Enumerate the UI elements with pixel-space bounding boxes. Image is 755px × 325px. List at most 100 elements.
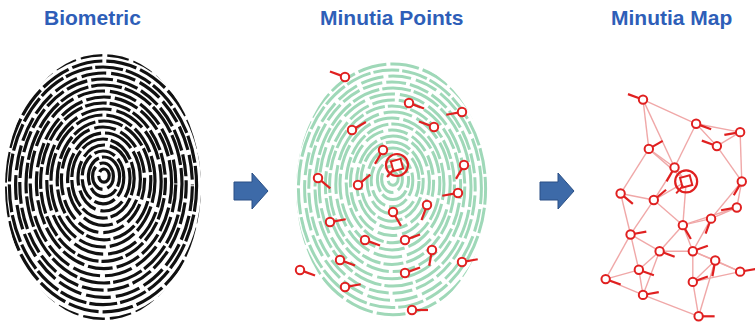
minutia-tail — [409, 235, 420, 239]
ridge — [350, 130, 433, 236]
ridge — [367, 148, 419, 214]
map-link — [693, 282, 699, 316]
ridge — [47, 109, 161, 254]
ridge — [41, 103, 166, 261]
minutia-tail — [446, 113, 458, 115]
minutia-point — [348, 126, 356, 134]
minutia-tail — [647, 292, 659, 294]
minutia-tail — [442, 194, 454, 196]
minutia-tail — [700, 125, 711, 129]
minutia-tail — [663, 253, 674, 257]
ridge — [263, 28, 523, 325]
ridge — [267, 34, 517, 325]
ridge — [30, 91, 176, 276]
minutia-tail — [355, 122, 365, 128]
minutia-tail — [422, 209, 426, 220]
minutia-tail — [466, 259, 478, 261]
minutia-point — [389, 208, 397, 216]
minutia-point — [689, 247, 697, 255]
minutia-point — [635, 266, 643, 274]
ridge — [330, 106, 455, 264]
ridge — [309, 82, 475, 293]
minutia-tail — [734, 185, 740, 195]
minutia-point — [460, 161, 468, 169]
ridge — [0, 25, 234, 325]
map-link — [649, 149, 686, 182]
flow-arrow — [234, 173, 268, 209]
map-link — [660, 225, 683, 251]
ridge — [20, 79, 186, 290]
minutia-point — [736, 128, 744, 136]
minutia-tail — [712, 264, 714, 276]
minutia-tail — [724, 133, 736, 135]
minutia-point — [458, 258, 466, 266]
minutia-point — [713, 142, 721, 150]
minutia-tail — [643, 271, 654, 275]
ridge — [298, 70, 485, 308]
core-point — [386, 154, 408, 176]
ridge — [61, 127, 144, 233]
flow-arrow — [540, 173, 574, 209]
ridge — [246, 10, 537, 325]
minutia-point — [650, 196, 658, 204]
map-link — [711, 181, 742, 218]
core-point — [675, 170, 697, 192]
ridge — [57, 121, 151, 240]
minutia-point — [408, 306, 416, 314]
map-link — [643, 100, 696, 124]
minutia-tail — [416, 309, 428, 311]
map-link — [606, 234, 631, 279]
map-link — [606, 279, 643, 295]
fingerprint — [0, 1, 255, 325]
minutia-tail — [702, 141, 713, 145]
ridge — [5, 61, 203, 312]
panel-title: Biometric — [44, 6, 141, 30]
minutia-tail — [334, 219, 346, 221]
ridge — [294, 64, 492, 315]
ridge — [371, 154, 413, 207]
ridge — [340, 118, 444, 250]
minutia-tail — [634, 232, 646, 234]
map-link — [740, 132, 742, 181]
ridge — [78, 145, 130, 211]
minutia-tail — [609, 280, 620, 284]
minutia-tail — [375, 153, 381, 163]
ridge — [0, 7, 249, 325]
minutia-tail — [344, 261, 355, 265]
ridge — [99, 169, 109, 182]
minutia-tail — [667, 171, 673, 181]
panel-title: Minutia Map — [611, 6, 732, 30]
ridge — [82, 151, 124, 204]
map-link — [654, 168, 675, 201]
ridge — [253, 16, 534, 325]
minutia-point — [428, 246, 436, 254]
minutia-point — [341, 73, 349, 81]
minutia-point — [336, 256, 344, 264]
minutia-tail — [628, 94, 639, 98]
minutia-tail — [419, 122, 430, 126]
minutia-points — [296, 72, 478, 315]
map-link — [693, 272, 740, 282]
minutia-tail — [697, 276, 708, 280]
minutia-point — [401, 269, 409, 277]
minutia-point — [711, 256, 719, 264]
minutia-point — [423, 201, 431, 209]
minutia-point — [326, 218, 334, 226]
minutia-map-lines — [606, 100, 742, 317]
minutia-point — [405, 99, 413, 107]
minutia-point — [430, 123, 438, 131]
ridge — [325, 100, 460, 272]
ridge — [36, 97, 171, 269]
ridge — [357, 136, 430, 228]
minutia-point — [354, 181, 362, 189]
minutia-tail — [652, 141, 662, 147]
ridge — [0, 1, 255, 325]
minutia-tail — [395, 215, 401, 225]
fingerprint-green — [242, 4, 544, 325]
ridge — [93, 163, 114, 189]
map-link — [631, 200, 654, 234]
minutia-point — [314, 174, 322, 182]
map-link — [654, 200, 683, 225]
map-link — [643, 251, 660, 295]
ridge — [315, 88, 471, 286]
